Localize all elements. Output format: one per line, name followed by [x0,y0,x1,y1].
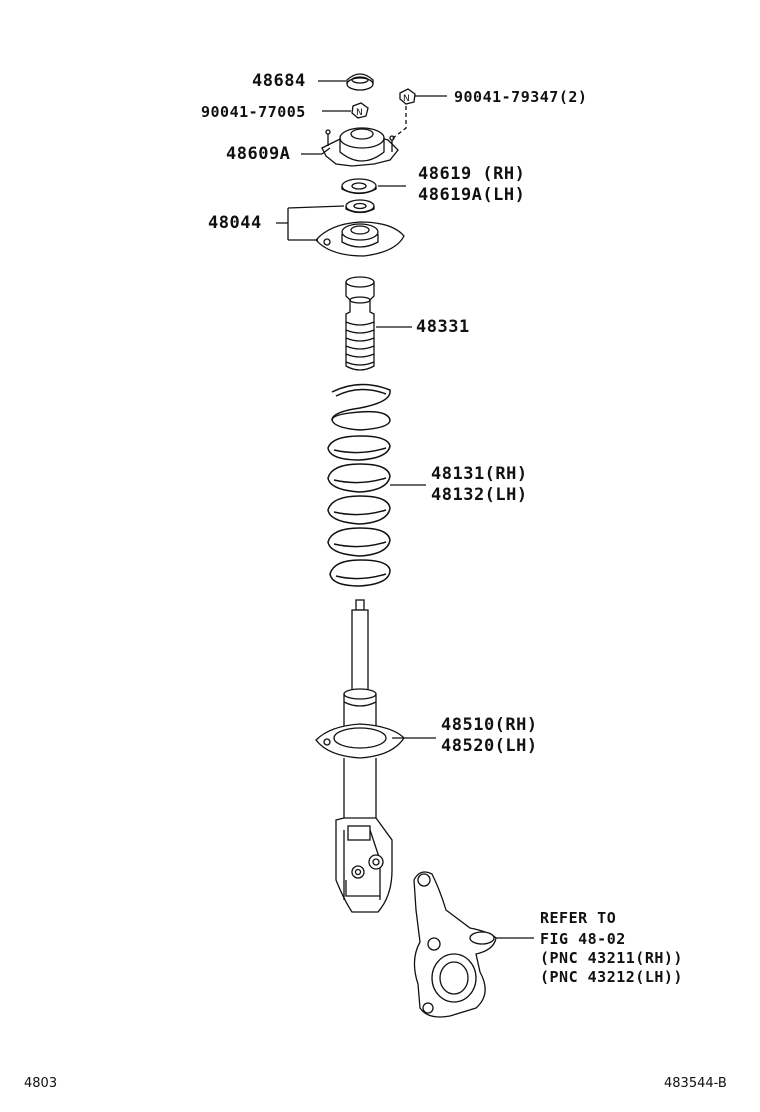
footer-drawing-id: 483544-B [664,1076,727,1091]
refer-line-1: REFER TO [540,909,617,927]
label-48619-rh: 48619 (RH) [418,164,526,184]
label-48609A: 48609A [226,144,291,164]
label-48044: 48044 [208,213,262,233]
nut-symbol: N [356,108,363,118]
label-48132-lh: 48132(LH) [431,485,528,505]
refer-line-2: FIG 48-02 [540,930,626,948]
label-48510-rh: 48510(RH) [441,715,538,735]
shock-absorber-48510 [315,599,405,913]
leader-48044 [276,205,345,241]
coil-spring-48131 [327,383,391,587]
steering-knuckle [413,871,497,1018]
label-48331: 48331 [416,317,470,337]
footer-fig-number: 4803 [24,1076,58,1091]
bump-stop-48331 [345,276,375,371]
label-90041-77005: 90041-77005 [201,103,306,121]
strut-mount-48609A [321,127,399,167]
label-48684: 48684 [252,71,306,91]
label-90041-79347: 90041-79347(2) [454,88,588,106]
nut-symbol: N [403,94,410,104]
nut-icon: N [351,102,369,119]
washer-48619 [341,178,377,195]
label-48131-rh: 48131(RH) [431,464,528,484]
spring-seat-48044 [315,221,405,257]
refer-line-4: (PNC 43212(LH)) [540,968,683,986]
refer-line-3: (PNC 43211(RH)) [540,949,683,967]
label-48520-lh: 48520(LH) [441,736,538,756]
cap-48684 [346,73,374,91]
bearing-48044 [345,199,375,214]
label-48619A-lh: 48619A(LH) [418,185,526,205]
nut-icon: N [399,88,416,105]
